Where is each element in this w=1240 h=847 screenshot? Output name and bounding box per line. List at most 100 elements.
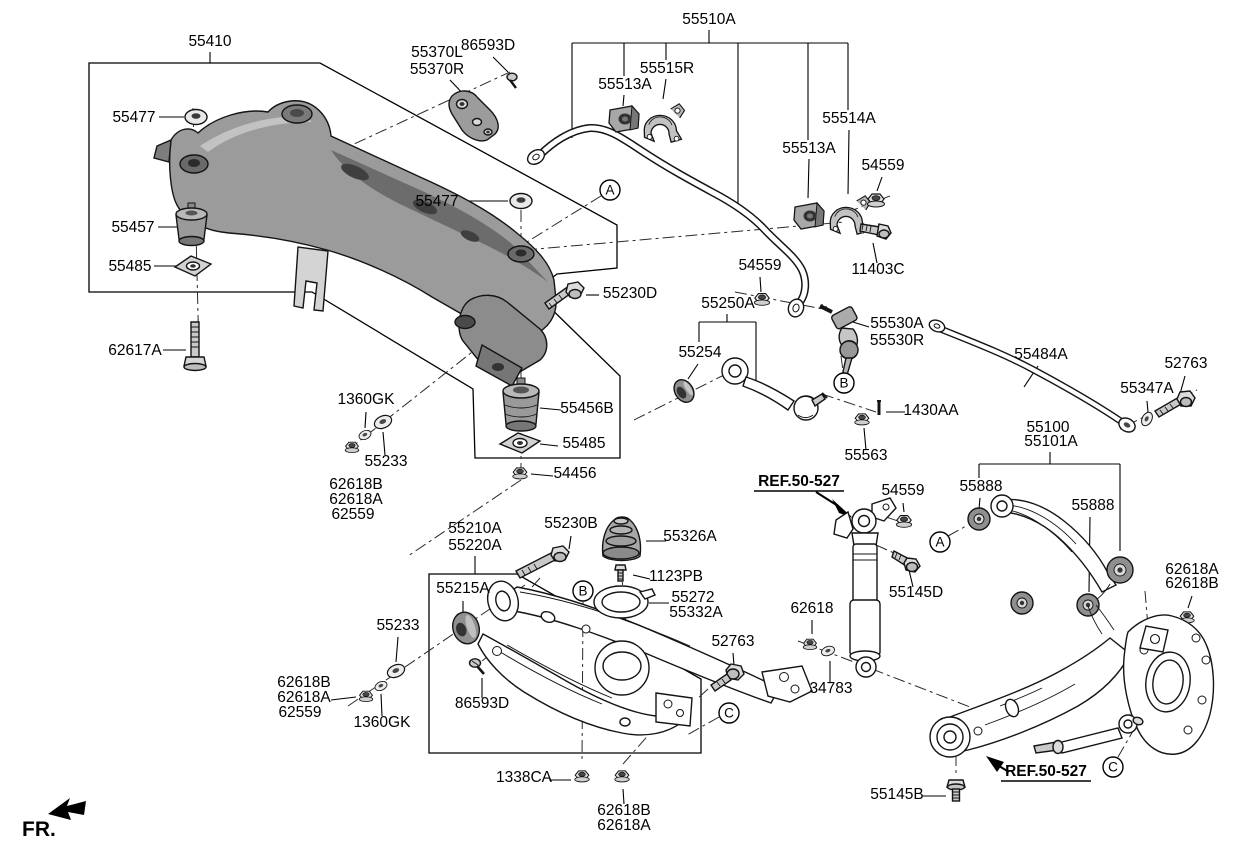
part-label-62618b: 62618B: [1165, 575, 1218, 592]
part-label-62618a: 62618A: [1165, 561, 1219, 578]
part-label-55230d: 55230D: [603, 285, 657, 302]
pin-1430AA: [877, 400, 881, 415]
bolt-62617A: [183, 321, 207, 372]
callout-c-marker: C: [1102, 756, 1124, 778]
washer-34783: [819, 644, 837, 658]
part-label-55145d: 55145D: [889, 584, 943, 601]
part-label-55484a: 55484A: [1014, 346, 1068, 363]
callout-letter: C: [724, 706, 734, 721]
fr-direction-arrow-icon: [48, 798, 86, 820]
ref-lower-arrow-line: [998, 765, 1010, 773]
part-label-62618b: 62618B: [329, 476, 382, 493]
part-label-1430aa: 1430AA: [903, 402, 959, 419]
nut-62618B-lower: [358, 690, 374, 703]
part-label-55100: 55100: [1026, 419, 1069, 436]
washer-1360GK-lower: [373, 679, 389, 693]
bushing-55888-c: [1076, 593, 1100, 617]
bushing-55456B: [502, 377, 540, 432]
part-label-55370r: 55370R: [410, 61, 464, 78]
part-label-1360gk: 1360GK: [354, 714, 412, 731]
part-label-55230b: 55230B: [544, 515, 597, 532]
bushing-55254: [673, 379, 695, 403]
part-label-55477: 55477: [415, 193, 458, 210]
part-label-62618b: 62618B: [597, 802, 650, 819]
spring-pad-55272: [593, 585, 656, 619]
part-label-55145b: 55145B: [870, 786, 923, 803]
fr-label: FR.: [22, 818, 56, 841]
callout-letter: A: [935, 535, 944, 550]
fr-indicator: FR.: [22, 798, 86, 841]
part-label-55250a: 55250A: [701, 295, 755, 312]
assist-arm-55250A: [721, 357, 828, 421]
nut-62618B-bottom: [614, 770, 630, 783]
part-label-62618: 62618: [790, 600, 833, 617]
plate-55485-center: [498, 432, 542, 454]
washer-55477-left: [184, 108, 208, 126]
upper-arm-55100: [967, 494, 1134, 617]
part-label-55457: 55457: [111, 219, 154, 236]
bushing-55888-end: [1106, 556, 1134, 584]
labels-layer: 5541055370L55370R86593D55510A55515R55513…: [108, 11, 1219, 834]
callout-a-marker: A: [929, 531, 951, 553]
washer-62559-upper: [357, 428, 373, 442]
part-label-ref.50-527: REF.50-527: [1005, 763, 1087, 780]
washer-55233-lower: [384, 661, 408, 681]
callout-circle: [718, 702, 740, 724]
crossmember-box: [88, 62, 621, 459]
nut-54559-shock: [895, 515, 913, 528]
enclosure-boxes: [88, 62, 702, 754]
washer-55477-right: [509, 192, 533, 210]
nut-54559-mid: [753, 293, 771, 306]
callout-b-marker: B: [572, 580, 594, 602]
stabilizer-bar-55510A: [526, 124, 810, 318]
bolt-55230B: [515, 545, 570, 579]
nut-55563: [854, 413, 870, 426]
nut-54559-top: [866, 193, 886, 208]
nut-62618B-upper: [344, 441, 360, 454]
lower-arm-55210A: [477, 580, 813, 736]
part-label-55101a: 55101A: [1024, 433, 1078, 450]
part-label-55485: 55485: [562, 435, 605, 452]
part-label-62559: 62559: [278, 704, 321, 721]
part-label-55233: 55233: [364, 453, 407, 470]
part-label-55326a: 55326A: [663, 528, 717, 545]
bushing-55457: [175, 202, 208, 247]
bracket-55370: [448, 90, 499, 142]
shock-absorber: [833, 497, 897, 678]
part-label-86593d: 86593D: [455, 695, 509, 712]
part-label-55485: 55485: [108, 258, 151, 275]
part-label-62618a: 62618A: [277, 689, 331, 706]
link-55530A: [819, 303, 859, 387]
bolt-1123PB: [614, 564, 627, 582]
part-label-55513a: 55513A: [598, 76, 652, 93]
part-label-ref.50-527: REF.50-527: [758, 473, 840, 490]
nut-1338CA: [574, 770, 590, 783]
part-label-55510a: 55510A: [682, 11, 736, 28]
part-label-1123pb: 1123PB: [649, 568, 703, 585]
clamp-55515R: [642, 99, 686, 145]
part-label-54559: 54559: [738, 257, 781, 274]
part-label-55210a: 55210A: [448, 520, 502, 537]
callout-letter: A: [605, 183, 614, 198]
part-label-62617a: 62617A: [108, 342, 162, 359]
callout-c-marker: C: [718, 702, 740, 724]
bushing-55888-a: [967, 507, 991, 531]
part-label-62618b: 62618B: [277, 674, 330, 691]
crossmember-55410: [153, 100, 557, 387]
callout-circle: [1102, 756, 1124, 778]
ref-lower-arrow-icon: [986, 756, 1004, 772]
part-label-55888: 55888: [959, 478, 1002, 495]
part-label-55456b: 55456B: [560, 400, 613, 417]
part-label-52763: 52763: [711, 633, 754, 650]
rear-arm-55484A: [928, 319, 1136, 433]
part-label-62618a: 62618A: [597, 817, 651, 834]
part-label-54559: 54559: [861, 157, 904, 174]
part-label-55370l: 55370L: [411, 44, 463, 61]
bolt-55145D: [891, 549, 921, 573]
washer-55347A: [1138, 409, 1156, 429]
callout-a-marker: A: [599, 179, 621, 201]
part-label-55563: 55563: [844, 447, 887, 464]
bushing-55215A: [451, 611, 481, 645]
bumpstop-55326A: [601, 516, 642, 562]
screw-86593D-top: [506, 72, 518, 89]
